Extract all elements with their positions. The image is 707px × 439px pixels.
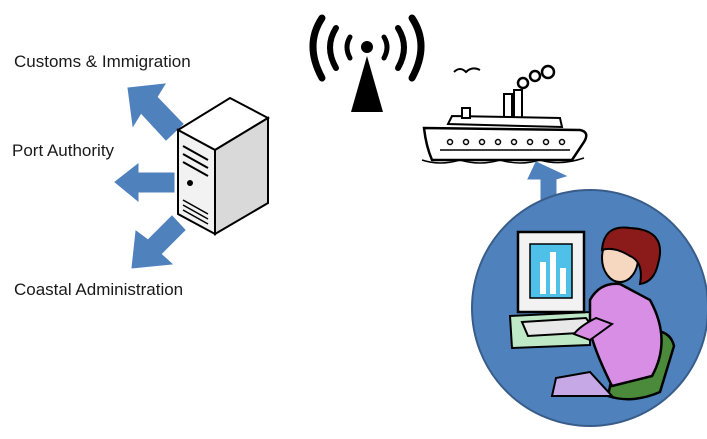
arrow-to-coastal-administration — [131, 215, 186, 269]
label-port-authority: Port Authority — [12, 141, 115, 160]
arrow-to-port-authority — [114, 162, 175, 203]
arrow-to-customs — [127, 83, 184, 141]
wireless-antenna-icon — [309, 14, 425, 112]
server-icon — [176, 96, 271, 236]
label-coastal-administration: Coastal Administration — [14, 280, 184, 299]
label-customs-immigration: Customs & Immigration — [14, 52, 191, 71]
ship-icon — [421, 64, 588, 164]
operator-at-computer-icon — [471, 189, 707, 427]
